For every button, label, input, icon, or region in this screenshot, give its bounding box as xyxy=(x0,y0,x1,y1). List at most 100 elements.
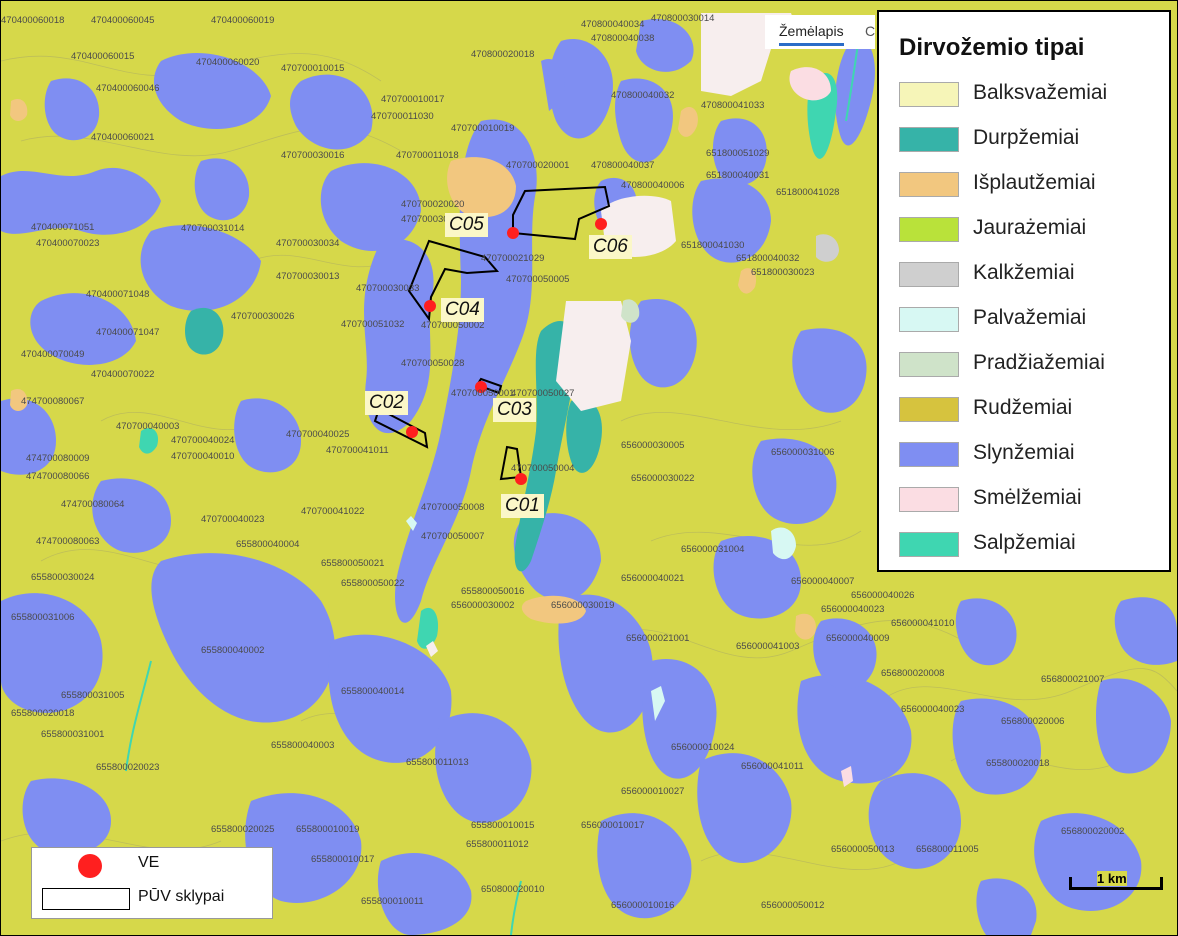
parcel-number-label: 474700080066 xyxy=(26,471,89,482)
parcel-number-label: 656000050012 xyxy=(761,900,824,911)
parcel-number-label: 470800020018 xyxy=(471,49,534,60)
legend-item: Salpžemiai xyxy=(899,528,1159,562)
parcel-number-label: 470400060018 xyxy=(1,15,64,26)
legend-item: Smėlžemiai xyxy=(899,483,1159,517)
parcel-number-label: 470700041011 xyxy=(326,445,389,456)
legend-swatch xyxy=(899,487,959,512)
tab-zemelapis[interactable]: Žemėlapis xyxy=(779,23,844,46)
parcel-number-label: 656000030019 xyxy=(551,600,614,611)
parcel-number-label: 655800050016 xyxy=(461,586,524,597)
parcel-number-label: 470700010019 xyxy=(451,123,514,134)
legend-swatch xyxy=(899,82,959,107)
parcel-number-label: 655800020018 xyxy=(986,758,1049,769)
parcel-number-label: 655800040003 xyxy=(271,740,334,751)
soil-areas-isplautzemiai xyxy=(10,98,816,640)
legend-label: Palvažemiai xyxy=(973,306,1087,329)
parcel-number-label: 651800040031 xyxy=(706,170,769,181)
parcel-number-label: 656800021007 xyxy=(1041,674,1104,685)
parcel-number-label: 470800040034 xyxy=(581,19,644,30)
parcel-number-label: 656000041010 xyxy=(891,618,954,629)
parcel-number-label: 474700080067 xyxy=(21,396,84,407)
parcel-number-label: 470700011030 xyxy=(371,111,434,122)
parcel-number-label: 474700080009 xyxy=(26,453,89,464)
parcel-number-label: 650800020010 xyxy=(481,884,544,895)
parcel-number-label: 655800031006 xyxy=(11,612,74,623)
parcel-number-label: 470700040025 xyxy=(286,429,349,440)
legend-swatch xyxy=(899,172,959,197)
scale-tick-right xyxy=(1160,877,1163,890)
tab-partial[interactable]: C xyxy=(865,23,876,39)
parcel-number-label: 656800011005 xyxy=(916,844,979,855)
legend-item: Kalkžemiai xyxy=(899,258,1159,292)
parcel-number-label: 655800050021 xyxy=(321,558,384,569)
turbine-marker-c04[interactable] xyxy=(424,300,436,312)
parcel-number-label: 656000050013 xyxy=(831,844,894,855)
parcel-number-label: 656000010017 xyxy=(581,820,644,831)
parcel-number-label: 470800040006 xyxy=(621,180,684,191)
parcel-number-label: 470700020001 xyxy=(506,160,569,171)
parcel-number-label: 470400070049 xyxy=(21,349,84,360)
parcel-number-label: 470700020020 xyxy=(401,199,464,210)
parcel-number-label: 656000040009 xyxy=(826,633,889,644)
parcel-number-label: 655800020025 xyxy=(211,824,274,835)
parcel-number-label: 470400060046 xyxy=(96,83,159,94)
parcel-number-label: 470400071048 xyxy=(86,289,149,300)
legend-swatch xyxy=(899,307,959,332)
parcel-number-label: 470700050007 xyxy=(421,531,484,542)
parcel-number-label: 470400060019 xyxy=(211,15,274,26)
turbine-marker-c01[interactable] xyxy=(515,473,527,485)
legend-swatch xyxy=(899,127,959,152)
parcel-number-label: 655800040014 xyxy=(341,686,404,697)
turbine-marker-c03[interactable] xyxy=(475,381,487,393)
turbine-label-c02: C02 xyxy=(365,391,408,415)
parcel-number-label: 470800030014 xyxy=(651,13,714,24)
parcel-number-label: 470800040032 xyxy=(611,90,674,101)
parcel-number-label: 470700050008 xyxy=(421,502,484,513)
parcel-number-label: 656800020006 xyxy=(1001,716,1064,727)
parcel-number-label: 656000010024 xyxy=(671,742,734,753)
parcel-number-label: 656000010016 xyxy=(611,900,674,911)
ve-dot-icon xyxy=(78,854,102,878)
turbine-label-c05: C05 xyxy=(445,213,488,237)
parcel-number-label: 470700010015 xyxy=(281,63,344,74)
legend-label: Balksvažemiai xyxy=(973,81,1108,104)
parcel-number-label: 470700050005 xyxy=(506,274,569,285)
parcel-number-label: 470700030035 xyxy=(401,214,464,225)
legend-label: Durpžemiai xyxy=(973,126,1080,149)
parcel-number-label: 651800041028 xyxy=(776,187,839,198)
turbine-label-c06: C06 xyxy=(589,235,632,259)
turbine-marker-c05[interactable] xyxy=(507,227,519,239)
parcel-number-label: 470700050004 xyxy=(511,463,574,474)
parcel-number-label: 470700040003 xyxy=(116,421,179,432)
parcel-number-label: 470700030033 xyxy=(356,283,419,294)
parcel-number-label: 470400070022 xyxy=(91,369,154,380)
parcel-number-label: 470700050001 xyxy=(451,388,514,399)
parcel-number-label: 470700030016 xyxy=(281,150,344,161)
map-type-tabs: Žemėlapis C xyxy=(765,15,875,49)
parcel-number-label: 655800040002 xyxy=(201,645,264,656)
scale-line xyxy=(1069,887,1163,890)
map-key: VE PŪV sklypai xyxy=(31,847,273,919)
legend-label: Kalkžemiai xyxy=(973,261,1075,284)
scale-label: 1 km xyxy=(1097,871,1127,886)
turbine-marker-c06[interactable] xyxy=(595,218,607,230)
legend-label: Jaurażemiai xyxy=(973,216,1087,239)
parcel-number-label: 651800051029 xyxy=(706,148,769,159)
parcel-number-label: 656800020002 xyxy=(1061,826,1124,837)
parcel-number-label: 470700030013 xyxy=(276,271,339,282)
parcel-number-label: 470700040023 xyxy=(201,514,264,525)
legend-label: Smėlžemiai xyxy=(973,486,1082,509)
turbine-label-c04: C04 xyxy=(441,298,484,322)
parcel-number-label: 474700080063 xyxy=(36,536,99,547)
legend-swatch xyxy=(899,352,959,377)
legend-label: Slynžemiai xyxy=(973,441,1075,464)
parcel-number-label: 651800040032 xyxy=(736,253,799,264)
parcel-number-label: 470700051032 xyxy=(341,319,404,330)
turbine-marker-c02[interactable] xyxy=(406,426,418,438)
parcel-number-label: 656000010027 xyxy=(621,786,684,797)
scale-bar: 1 km xyxy=(1069,871,1163,891)
legend-swatch xyxy=(899,532,959,557)
legend-item: Jaurażemiai xyxy=(899,213,1159,247)
legend-swatch xyxy=(899,397,959,422)
